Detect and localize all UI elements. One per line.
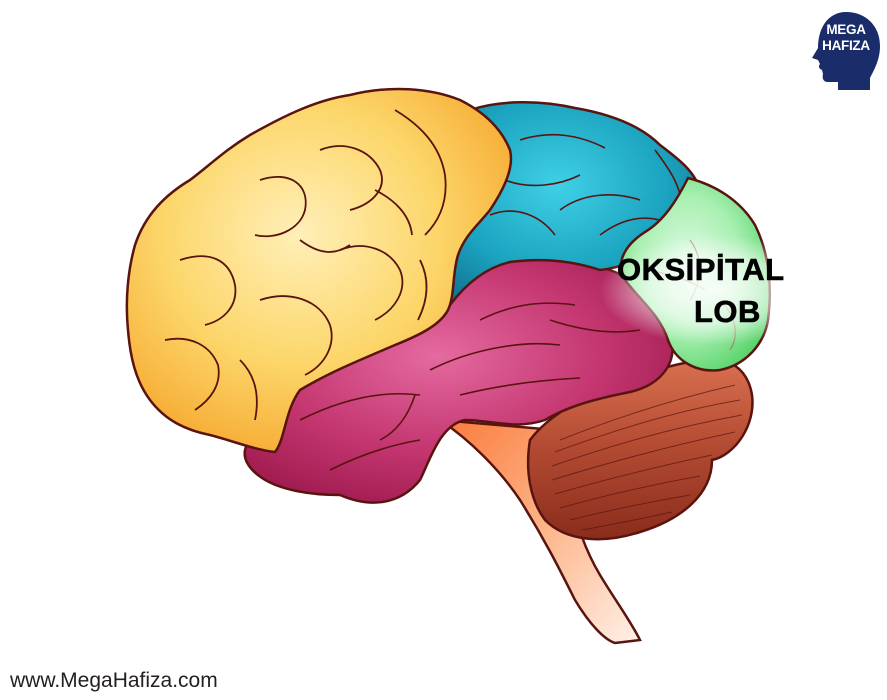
frontal-lobe	[125, 87, 513, 454]
logo-text-mega: MEGA	[826, 22, 866, 37]
region-label-line2: LOB	[694, 294, 761, 329]
label-glow	[600, 235, 830, 345]
footer-url: www.MegaHafiza.com	[10, 669, 218, 692]
region-label-line1: OKSİPİTAL	[617, 252, 785, 287]
logo-head-icon	[812, 12, 880, 90]
logo-text-hafiza: HAFIZA	[822, 38, 870, 53]
